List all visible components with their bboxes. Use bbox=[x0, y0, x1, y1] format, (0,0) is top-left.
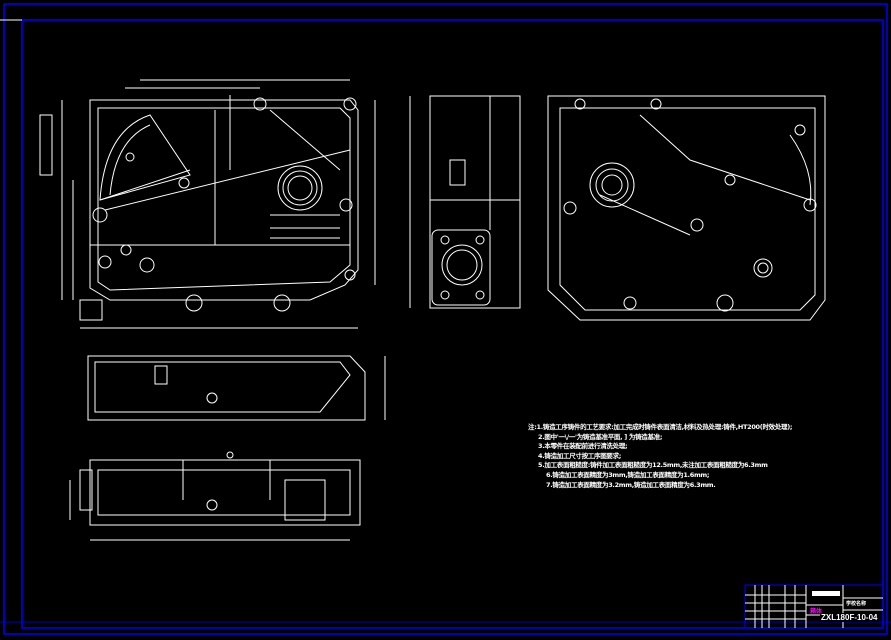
top-view bbox=[87, 355, 386, 421]
section-view bbox=[69, 451, 361, 541]
outer-frame bbox=[3, 3, 888, 635]
note-line: 2.图中'一\/一'为铸造基准平面, ] 为铸造基准; bbox=[538, 432, 663, 441]
note-line: 6.铸造加工表面精度为3mm,铸造加工表面精度为1.6mm; bbox=[546, 470, 710, 479]
note-line: 5.加工表面粗糙度:铸件加工表面粗糙度为12.5mm,未注加工表面粗糙度为6.3… bbox=[538, 461, 768, 470]
front-view bbox=[39, 79, 376, 329]
company-name: 学校名称 bbox=[846, 601, 867, 607]
part-name: 箱体 bbox=[810, 608, 823, 615]
rear-view bbox=[547, 95, 826, 321]
note-line: 4.铸造加工尺寸按工序图要求; bbox=[538, 451, 622, 460]
inner-frame bbox=[21, 19, 884, 629]
note-line: 注:1.铸造工序铸件的工艺要求:加工完成时铸件表面清洁,材料及热处理:铸件,HT… bbox=[528, 423, 793, 431]
technical-notes: 注:1.铸造工序铸件的工艺要求:加工完成时铸件表面清洁,材料及热处理:铸件,HT… bbox=[528, 423, 793, 490]
side-view bbox=[409, 95, 521, 309]
note-line: 7.铸造加工表面精度为3.2mm,铸造加工表面精度为6.3mm. bbox=[546, 480, 716, 489]
drawing-number: ZXL180F-10-04 bbox=[820, 613, 879, 622]
note-line: 3.本零件在装配前进行清洗处理; bbox=[538, 442, 628, 451]
